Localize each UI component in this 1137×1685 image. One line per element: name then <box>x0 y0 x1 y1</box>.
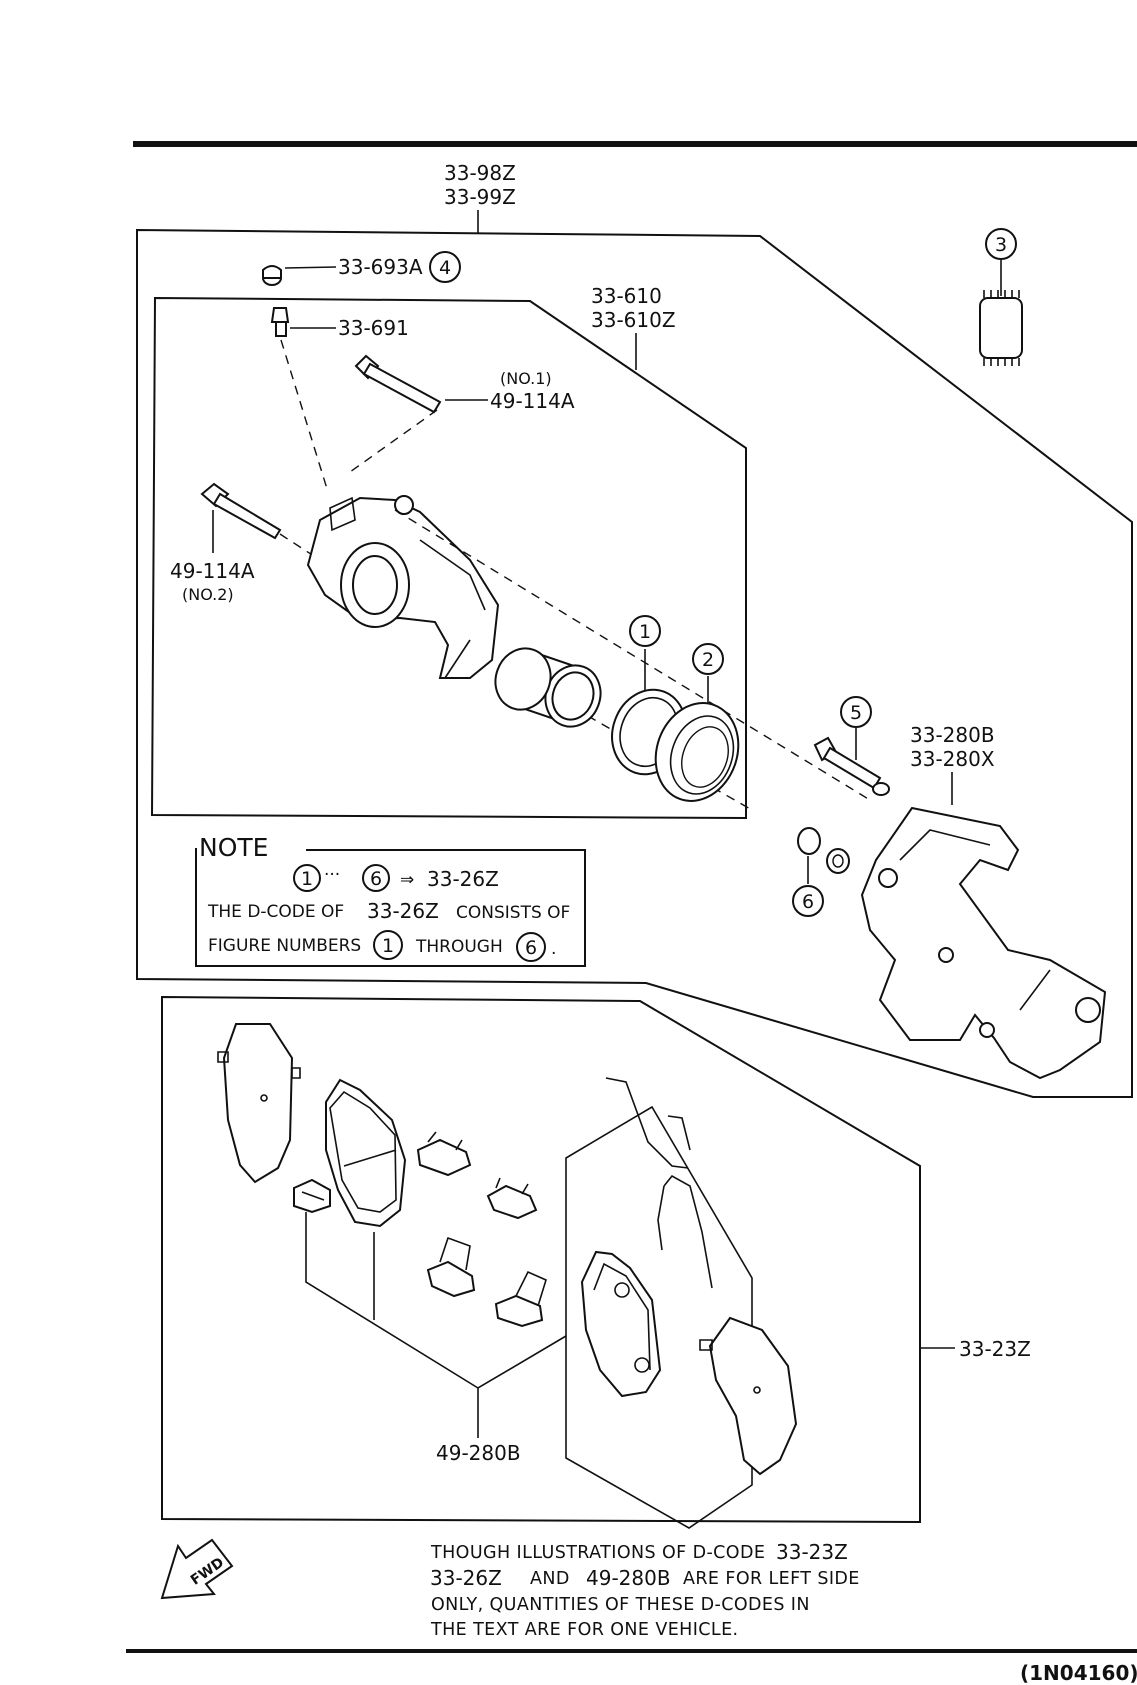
piston-axis-dashline <box>394 509 871 801</box>
note-ref-to: 6 <box>370 868 382 890</box>
note-line2-to: 6 <box>525 937 537 959</box>
caliper-set-outline <box>150 296 747 820</box>
guide-bolt-1-dashline <box>349 409 438 473</box>
slide-pin-part <box>813 736 890 796</box>
top-rule <box>133 141 1137 147</box>
figure-code: (1N04160) <box>1020 1661 1137 1685</box>
note-box <box>195 848 586 967</box>
pads-bracket-lines <box>305 1212 567 1438</box>
ref-circle-4 <box>429 251 461 283</box>
bleeder-cap-code: 33-693A <box>338 255 423 279</box>
bleeder-cap-part <box>262 265 282 286</box>
outer-shim-part <box>217 1023 301 1184</box>
caliper-body-part <box>306 495 500 679</box>
note-line2-from: 1 <box>382 935 394 957</box>
pads-outline <box>565 1105 753 1529</box>
pad-kit-code: 33-23Z <box>959 1337 1031 1361</box>
anti-rattle-clip-1 <box>416 1131 472 1177</box>
footer-line4: THE TEXT ARE FOR ONE VEHICLE. <box>430 1620 739 1640</box>
footer-line1-code: 33-23Z <box>776 1540 848 1564</box>
anti-rattle-clip-4 <box>494 1270 547 1328</box>
note-title: NOTE <box>199 833 268 862</box>
footer-line2-code2: 49-280B <box>586 1566 671 1590</box>
bleeder-cap-leader <box>284 266 337 269</box>
anti-rattle-clip-2 <box>486 1177 538 1220</box>
note-line1-b: CONSISTS OF <box>456 903 570 923</box>
caliper-set-code-2: 33-610Z <box>591 308 676 332</box>
footer-line2-code1: 33-26Z <box>430 1566 502 1590</box>
inner-shim-part <box>699 1316 798 1476</box>
inner-pad-part <box>580 1250 662 1398</box>
note-ref-from: 1 <box>301 868 313 890</box>
grease-packet-part <box>979 290 1023 366</box>
ref-num-4: 4 <box>439 257 451 279</box>
note-line1-a: THE D-CODE OF <box>207 902 344 922</box>
bottom-rule <box>126 1649 1137 1653</box>
note-line2-end: . <box>551 939 556 959</box>
note-line2-a: FIGURE NUMBERS <box>208 936 361 956</box>
ref-num-5: 5 <box>850 702 862 724</box>
ref-circle-5 <box>840 696 872 728</box>
guide-bolt-1-part <box>354 354 442 414</box>
pad-kit-outline <box>161 995 921 1524</box>
assembly-code-1: 33-98Z <box>444 161 516 185</box>
outer-pad-part <box>325 1078 407 1228</box>
assembly-code-2: 33-99Z <box>444 185 516 209</box>
note-line2-to-circle <box>516 932 546 962</box>
pad-clip-small-part <box>293 1178 331 1214</box>
note-ref-from-circle <box>293 864 321 892</box>
ref-num-3: 3 <box>995 234 1007 256</box>
footer-line1-a: THOUGH ILLUSTRATIONS OF D-CODE <box>430 1543 765 1563</box>
note-arrow: ⇒ <box>400 870 414 890</box>
bushing-part <box>797 827 850 874</box>
guide-bolt-2-part <box>200 482 282 540</box>
note-range-code: 33-26Z <box>427 867 499 891</box>
note-line2-from-circle <box>373 930 403 960</box>
ref-circle-3 <box>985 228 1017 260</box>
guide-bolt-2-note: (NO.2) <box>182 585 234 604</box>
caliper-set-code-1: 33-610 <box>591 284 662 308</box>
piston-axis-dashline-2 <box>559 699 753 811</box>
footer-line2-b: ARE FOR LEFT SIDE <box>683 1569 860 1589</box>
bracket-code-2: 33-280X <box>910 747 995 771</box>
bracket-code-1: 33-280B <box>910 723 995 747</box>
guide-bolt-2-code: 49-114A <box>170 559 255 583</box>
pad-spring-2-part <box>657 1174 713 1289</box>
note-range-sep: ··· <box>324 865 340 885</box>
caliper-bracket-part <box>860 806 1107 1080</box>
note-line1-code: 33-26Z <box>367 899 439 923</box>
piston-part <box>494 647 602 728</box>
assembly-outline <box>136 228 1133 1098</box>
bleeder-screw-dashline <box>280 339 329 493</box>
anti-rattle-clip-3 <box>426 1236 476 1298</box>
bleeder-screw-code: 33-691 <box>338 316 409 340</box>
guide-bolt-1-code: 49-114A <box>490 389 575 413</box>
bleeder-screw-part <box>270 307 290 337</box>
ref-circle-2 <box>692 643 724 675</box>
note-ref-to-circle <box>362 864 390 892</box>
guide-bolt-1-note: (NO.1) <box>500 369 552 388</box>
footer-line2-and: AND <box>530 1569 570 1589</box>
ref-num-6: 6 <box>802 891 814 913</box>
ref-num-1: 1 <box>639 621 651 643</box>
ref-num-2: 2 <box>702 649 714 671</box>
pads-code: 49-280B <box>436 1441 521 1465</box>
note-line2-mid: THROUGH <box>415 937 503 957</box>
ref-circle-6 <box>792 885 824 917</box>
footer-line3: ONLY, QUANTITIES OF THESE D-CODES IN <box>431 1595 810 1615</box>
fwd-arrow-icon: FWD <box>160 1538 234 1600</box>
pad-spring-1-part <box>605 1077 691 1169</box>
ref-circle-1 <box>629 615 661 647</box>
dust-boot-part <box>654 702 740 802</box>
